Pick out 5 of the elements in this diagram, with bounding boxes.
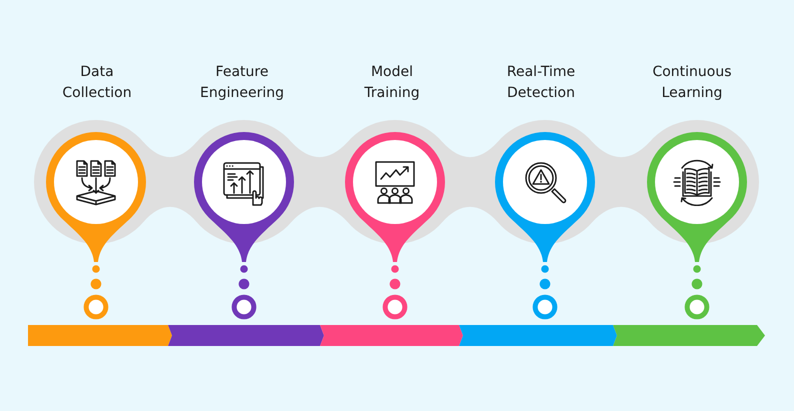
step-title: Real-Time Detection xyxy=(506,63,576,103)
step-title: Data Collection xyxy=(62,63,132,103)
step-title: Model Training xyxy=(364,63,420,103)
step-title: Continuous Learning xyxy=(652,63,732,103)
step-title: Feature Engineering xyxy=(200,63,284,103)
